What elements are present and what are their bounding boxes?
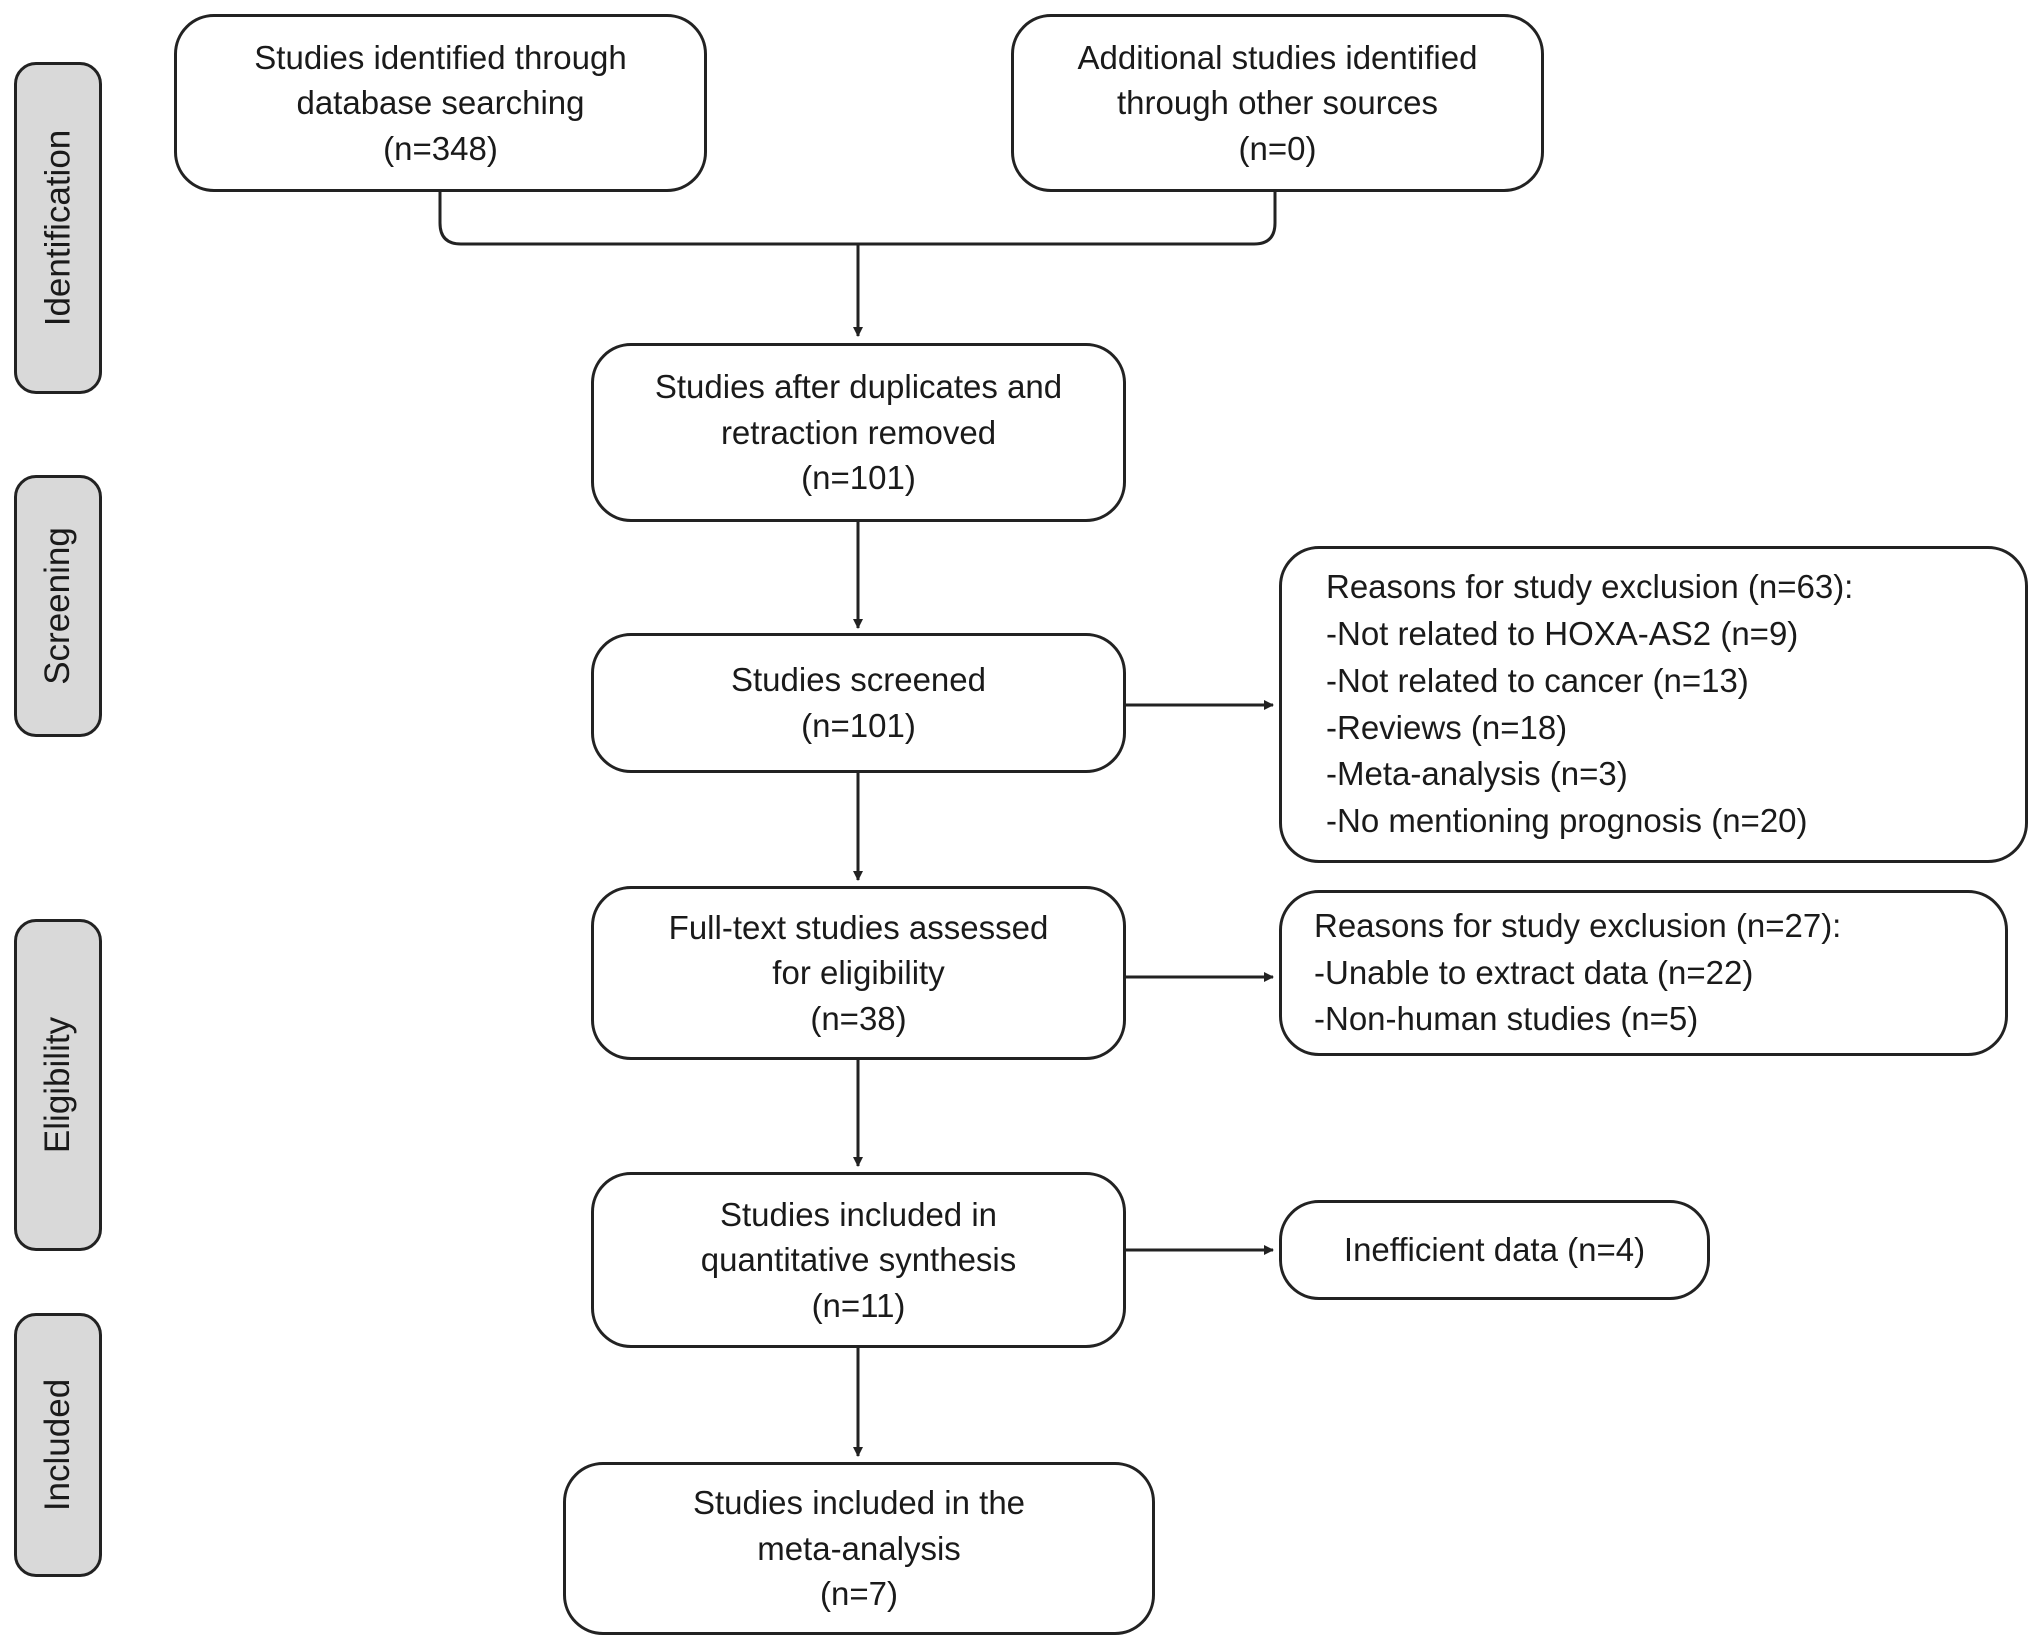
exclusion-reason: -Non-human studies (n=5) [1314, 1000, 1699, 1038]
exclusion-heading: Reasons for study exclusion (n=27): [1314, 906, 1842, 944]
box-text-line: Additional studies identified [1077, 38, 1478, 76]
box-text-line: Studies after duplicates and [654, 368, 1063, 406]
box-text-line: Studies included in [719, 1195, 998, 1233]
box-text-line: Inefficient data (n=4) [1343, 1231, 1646, 1269]
stage-label: Screening [38, 527, 78, 685]
exclusion-reason: -No mentioning prognosis (n=20) [1326, 802, 1808, 840]
box-other-sources: Additional studies identified through ot… [1011, 14, 1544, 192]
stage-label: Eligibility [38, 1016, 77, 1154]
stage-included: Included [14, 1313, 102, 1577]
box-text-line: Full-text studies assessed [668, 908, 1049, 946]
stage-label: Identification [38, 129, 77, 327]
box-eligibility-exclusion: Reasons for study exclusion (n=27): -Una… [1279, 890, 2008, 1056]
box-screening-exclusion: Reasons for study exclusion (n=63): -Not… [1279, 546, 2028, 863]
box-count: (n=7) [820, 1575, 898, 1613]
box-text-line: Studies identified through [254, 38, 627, 76]
exclusion-reason: -Not related to cancer (n=13) [1326, 661, 1749, 699]
stage-label: Included [38, 1378, 78, 1512]
box-count: (n=101) [801, 707, 916, 744]
box-quantitative-synthesis: Studies included in quantitative synthes… [591, 1172, 1126, 1348]
box-database-searching: Studies identified through database sear… [174, 14, 707, 192]
exclusion-heading: Reasons for study exclusion (n=63): [1326, 567, 1854, 605]
box-text-line: quantitative synthesis [700, 1241, 1017, 1279]
box-full-text-assessed: Full-text studies assessed for eligibili… [591, 886, 1126, 1060]
box-count: (n=38) [810, 999, 907, 1037]
exclusion-reason: -Reviews (n=18) [1326, 708, 1568, 746]
exclusion-reason: -Unable to extract data (n=22) [1314, 953, 1754, 991]
box-inefficient-data: Inefficient data (n=4) [1279, 1200, 1710, 1300]
exclusion-reason: -Meta-analysis (n=3) [1326, 755, 1628, 793]
box-text-line: Studies included in the [692, 1484, 1026, 1522]
box-count: (n=101) [801, 459, 916, 497]
box-studies-screened: Studies screened (n=101) [591, 633, 1126, 773]
box-text-line: meta-analysis [757, 1529, 961, 1567]
merge-connector [438, 192, 1277, 246]
box-text-line: database searching [296, 84, 585, 122]
box-meta-analysis: Studies included in the meta-analysis (n… [563, 1462, 1155, 1635]
box-text-line: through other sources [1116, 84, 1439, 122]
stage-screening: Screening [14, 475, 102, 737]
box-text-line: retraction removed [720, 413, 997, 451]
box-text-line: Studies screened [731, 661, 986, 699]
box-count: (n=11) [811, 1286, 906, 1324]
exclusion-reason: -Not related to HOXA-AS2 (n=9) [1326, 614, 1799, 652]
box-count: (n=348) [383, 129, 498, 167]
box-duplicates-removed: Studies after duplicates and retraction … [591, 343, 1126, 522]
stage-eligibility: Eligibility [14, 919, 102, 1251]
box-text-line: for eligibility [772, 954, 945, 992]
stage-identification: Identification [14, 62, 102, 394]
box-count: (n=0) [1238, 129, 1317, 167]
